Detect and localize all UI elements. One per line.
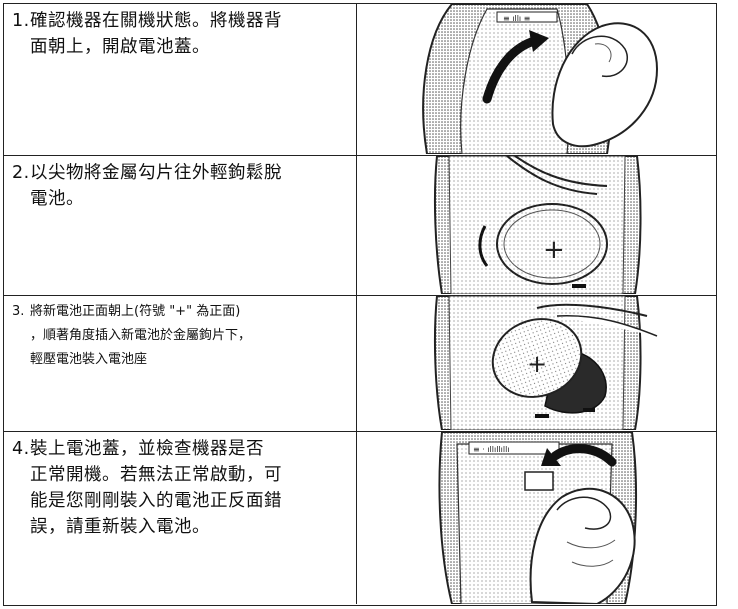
step-1-text: 1.確認機器在關機狀態。將機器背 面朝上，開啟電池蓋。 <box>12 8 350 60</box>
step-4-illustration-cell: ≡ · ıllıllıllı <box>357 432 716 604</box>
step-3-number: 3. <box>12 304 25 319</box>
step-text-cell-3: 3.將新電池正面朝上(符號 "+" 為正面) ，順著角度插入新電池於金屬鉤片下，… <box>4 296 357 431</box>
step-row-3: 3.將新電池正面朝上(符號 "+" 為正面) ，順著角度插入新電池於金屬鉤片下，… <box>4 296 716 432</box>
step-4-number: 4. <box>12 439 30 459</box>
step-3-illustration-cell: + <box>357 296 716 431</box>
instruction-table: 1.確認機器在關機狀態。將機器背 面朝上，開啟電池蓋。 ≡ ıllı ≡ 2.以… <box>3 3 717 606</box>
step-text-cell-2: 2.以尖物將金屬勾片往外輕鉤鬆脫 電池。 <box>4 156 357 295</box>
battery-plus-mark: + <box>543 235 565 265</box>
open-battery-cover-illustration: ≡ ıllı ≡ <box>422 4 659 154</box>
step-1-number: 1. <box>12 11 30 31</box>
step-2-number: 2. <box>12 163 30 183</box>
step-text-cell-1: 1.確認機器在關機狀態。將機器背 面朝上，開啟電池蓋。 <box>4 4 357 155</box>
arrow-icon <box>529 30 549 52</box>
step-2-text: 2.以尖物將金屬勾片往外輕鉤鬆脫 電池。 <box>12 160 350 212</box>
svg-text:≡ · ıllıllıllı: ≡ · ıllıllıllı <box>473 445 510 454</box>
insert-battery-illustration: + <box>433 296 658 430</box>
step-row-2: 2.以尖物將金屬勾片往外輕鉤鬆脫 電池。 + <box>4 156 716 296</box>
step-1-illustration-cell: ≡ ıllı ≡ <box>357 4 716 155</box>
step-4-text: 4.裝上電池蓋，並檢查機器是否 正常開機。若無法正常啟動，可 能是您剛剛裝入的電… <box>12 436 350 540</box>
release-battery-illustration: + <box>433 156 642 294</box>
step-row-4: 4.裝上電池蓋，並檢查機器是否 正常開機。若無法正常啟動，可 能是您剛剛裝入的電… <box>4 432 716 604</box>
step-3-text: 3.將新電池正面朝上(符號 "+" 為正面) ，順著角度插入新電池於金屬鉤片下，… <box>12 300 350 372</box>
svg-text:≡ ıllı ≡: ≡ ıllı ≡ <box>503 14 530 23</box>
step-text-cell-4: 4.裝上電池蓋，並檢查機器是否 正常開機。若無法正常啟動，可 能是您剛剛裝入的電… <box>4 432 357 604</box>
step-row-1: 1.確認機器在關機狀態。將機器背 面朝上，開啟電池蓋。 ≡ ıllı ≡ <box>4 4 716 156</box>
step-2-illustration-cell: + <box>357 156 716 295</box>
arrow-icon <box>541 448 561 466</box>
close-battery-cover-illustration: ≡ · ıllıllıllı <box>438 432 638 604</box>
battery-plus-mark-3: + <box>527 350 547 378</box>
